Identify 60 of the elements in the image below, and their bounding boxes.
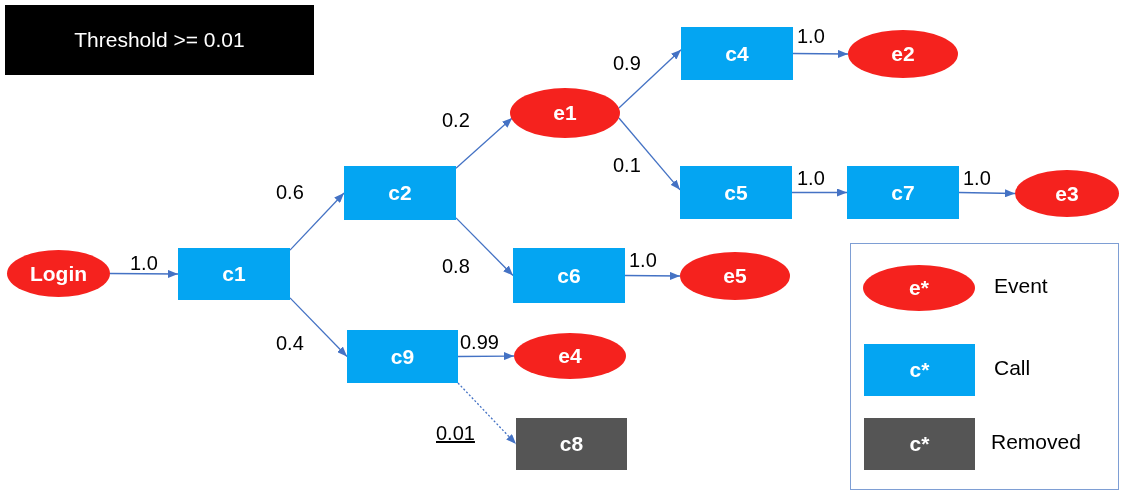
call-box (178, 248, 290, 300)
arrow (455, 117, 513, 169)
edge-label: 1.0 (963, 167, 991, 190)
node-label: Login (29, 261, 88, 286)
node-label: c* (909, 358, 930, 382)
edge-label: 0.1 (613, 154, 641, 177)
call-box (680, 166, 792, 219)
node-label: c4 (725, 41, 749, 66)
legend-panel (850, 243, 1119, 490)
call-box (681, 27, 793, 80)
node-label: e5 (723, 264, 747, 288)
node-label: e3 (1055, 181, 1079, 206)
arrow (791, 188, 848, 197)
arrow (624, 271, 681, 280)
arrow (792, 49, 849, 58)
arrow (457, 352, 515, 361)
edge-label: 0.8 (442, 255, 470, 278)
node-label: Threshold >= 0.01 (74, 28, 245, 52)
edge-label: 1.0 (629, 249, 657, 272)
call-box (513, 248, 625, 303)
edge-label: 0.2 (442, 109, 470, 132)
edge-label: 0.6 (276, 181, 304, 204)
node-label: c6 (557, 263, 581, 288)
arrow (618, 117, 681, 191)
node-caption: Call (994, 356, 1031, 380)
node-label: e1 (553, 101, 577, 125)
removed-box (516, 418, 627, 470)
arrow (109, 269, 179, 278)
call-box (347, 330, 458, 383)
removed-box (864, 418, 975, 470)
edge-label: 0.01 (436, 422, 475, 445)
node-label: c* (909, 432, 930, 456)
node-label: c2 (388, 181, 412, 205)
arrow (457, 382, 517, 445)
event-ellipse (510, 88, 620, 138)
node-label: c9 (390, 344, 415, 369)
edge-label: 1.0 (797, 25, 825, 48)
node-label: e* (909, 276, 929, 300)
node-caption: Event (994, 274, 1048, 298)
edge-label: 1.0 (130, 252, 158, 275)
call-box (344, 166, 456, 220)
arrow (958, 189, 1016, 198)
node-caption: Removed (991, 430, 1081, 454)
edge-label: 0.4 (276, 332, 304, 355)
edge-label: 0.9 (613, 52, 641, 75)
node-label: c1 (222, 262, 246, 286)
edge-label: 0.99 (460, 331, 499, 354)
arrow (455, 217, 514, 277)
arrow (289, 192, 345, 251)
node-label: c7 (891, 180, 915, 205)
node-label: c8 (559, 432, 584, 456)
arrow (618, 49, 682, 109)
threshold-banner (5, 5, 314, 75)
node-label: e4 (558, 344, 582, 368)
node-label: e2 (891, 42, 915, 66)
call-box (847, 166, 959, 219)
arrow (289, 297, 348, 358)
edge-label: 1.0 (797, 167, 825, 190)
call-box (864, 344, 975, 396)
node-label: c5 (724, 180, 748, 205)
